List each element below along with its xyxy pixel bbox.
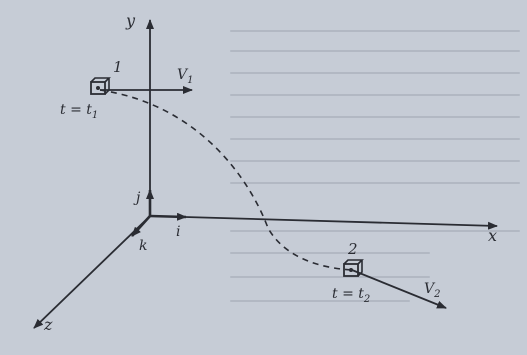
z-axis-label: z bbox=[43, 315, 53, 334]
velocity-1-label: V1 bbox=[177, 67, 194, 86]
unit-vector-i-label: i bbox=[176, 224, 180, 240]
velocity-vector-2 bbox=[351, 269, 447, 309]
x-axis-label: x bbox=[488, 226, 497, 245]
point-1-number: 1 bbox=[113, 58, 123, 76]
trajectory-path bbox=[99, 89, 353, 271]
point-2-time: t = t2 bbox=[332, 286, 370, 305]
particle-2-box bbox=[343, 259, 364, 277]
x-axis bbox=[149, 215, 498, 230]
unit-vector-j-label: j bbox=[133, 190, 141, 206]
unit-vector-k bbox=[131, 215, 151, 237]
point-2-number: 2 bbox=[347, 240, 358, 258]
unit-vector-k-label: k bbox=[139, 238, 147, 254]
particle-1-box bbox=[90, 77, 111, 95]
point-1-time: t = t1 bbox=[60, 102, 98, 121]
z-axis bbox=[33, 215, 151, 329]
velocity-2-label: V2 bbox=[424, 281, 441, 300]
y-axis-label: y bbox=[125, 11, 136, 30]
unit-vector-i bbox=[149, 212, 187, 221]
